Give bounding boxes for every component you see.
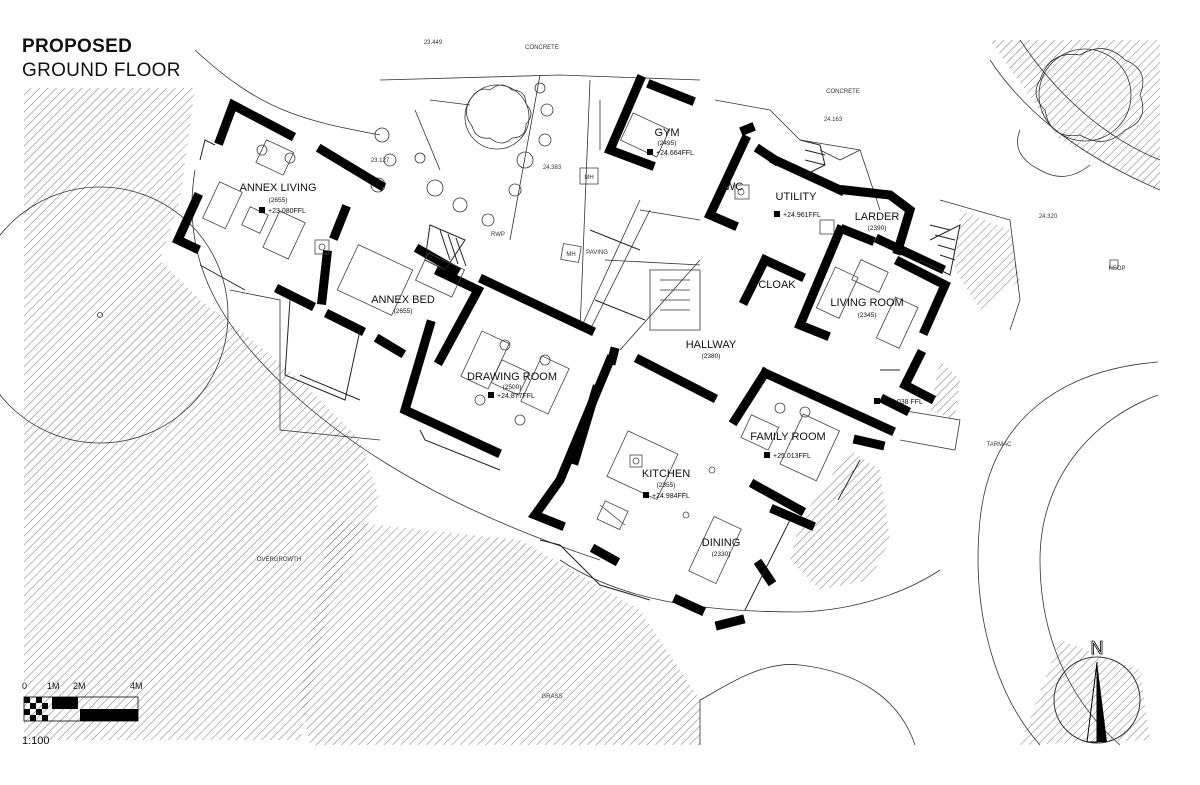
site-label: RWP [491, 232, 505, 238]
room-name: KITCHEN [642, 468, 690, 480]
room-height: (2500) [503, 384, 522, 391]
room-level: +24.961FFL [783, 212, 821, 219]
room-name: DINING [702, 537, 741, 549]
scale-ratio: 1:100 [22, 735, 50, 747]
room-height: (2330) [712, 551, 731, 558]
north-arrow: N [1053, 638, 1141, 744]
spot-level: 24.383 [543, 165, 562, 171]
level-marker-icon [774, 211, 780, 217]
room-name: UTILITY [776, 191, 818, 203]
level-marker-icon [643, 492, 649, 498]
scale-tick-label: 1M [47, 681, 60, 691]
level-marker-icon [764, 452, 770, 458]
room-name: WC [725, 181, 743, 193]
room-name: LARDER [855, 211, 900, 223]
room-height: (2345) [858, 312, 877, 319]
room-height: (2380) [702, 353, 721, 360]
furniture [202, 112, 1119, 585]
scale-bar: 0 1M 2M 4M 1:100 [22, 681, 143, 747]
site-label: CONCRETE [525, 45, 559, 51]
room-name: GYM [654, 127, 679, 139]
room-name: FAMILY ROOM [750, 431, 825, 443]
site-label: MH [566, 252, 575, 258]
site-label: CONCRETE [826, 89, 860, 95]
room-height: (2355) [657, 482, 676, 489]
drawing-subtitle: GROUND FLOOR [22, 60, 181, 81]
spot-level: 24.163 [824, 117, 843, 123]
room-level: +23.080FFL [268, 208, 306, 215]
level-marker-icon [259, 207, 265, 213]
overgrowth-hatching [24, 40, 1160, 745]
room-name: ANNEX BED [371, 294, 435, 306]
site-linework [0, 39, 1161, 746]
room-height: (2655) [269, 197, 288, 204]
tree-canopy-west [0, 186, 229, 444]
spot-level: 24.320 [1039, 214, 1058, 220]
room-height: (2390) [868, 225, 887, 232]
walls [172, 74, 951, 631]
room-level: +24.984FFL [652, 493, 690, 500]
site-label: HSOP [1108, 266, 1125, 272]
room-name: LIVING ROOM [830, 297, 903, 309]
spot-level: 23.449 [424, 40, 443, 46]
room-name: CLOAK [758, 279, 796, 291]
level-markers [259, 149, 880, 498]
paving-lines [414, 74, 861, 351]
level-marker-icon [488, 392, 494, 398]
spot-level: +25.038 FFL [883, 399, 923, 406]
site-labels: CONCRETE CONCRETE PAVING TARMAC GRASS OV… [257, 40, 1126, 700]
room-labels: ANNEX LIVING (2655) +23.080FFL ANNEX BED… [239, 127, 903, 558]
room-name: DRAWING ROOM [467, 371, 557, 383]
level-marker-icon [647, 149, 653, 155]
room-height: (2655) [394, 308, 413, 315]
spot-level: 23.127 [371, 158, 390, 164]
room-height: (2495) [658, 140, 677, 147]
room-name: ANNEX LIVING [239, 182, 316, 194]
tree-circle-icon [464, 84, 530, 150]
scale-tick-label: 2M [73, 681, 86, 691]
internal-lines [199, 139, 961, 611]
room-level: +25.013FFL [773, 453, 811, 460]
site-label: GRASS [541, 694, 562, 700]
site-label: PAVING [586, 250, 608, 256]
room-level: +24.664FFL [656, 150, 694, 157]
scale-tick-label: 4M [130, 681, 143, 691]
room-level: +24.877FFL [497, 393, 535, 400]
north-label: N [1091, 638, 1104, 658]
site-label: TARMAC [987, 442, 1013, 448]
level-marker-icon [874, 398, 880, 404]
drawing-title: PROPOSED [22, 36, 133, 57]
site-label: OVERGROWTH [257, 557, 301, 563]
scale-tick-label: 0 [22, 681, 27, 691]
room-name: HALLWAY [686, 339, 737, 351]
site-label: MH [584, 175, 593, 181]
